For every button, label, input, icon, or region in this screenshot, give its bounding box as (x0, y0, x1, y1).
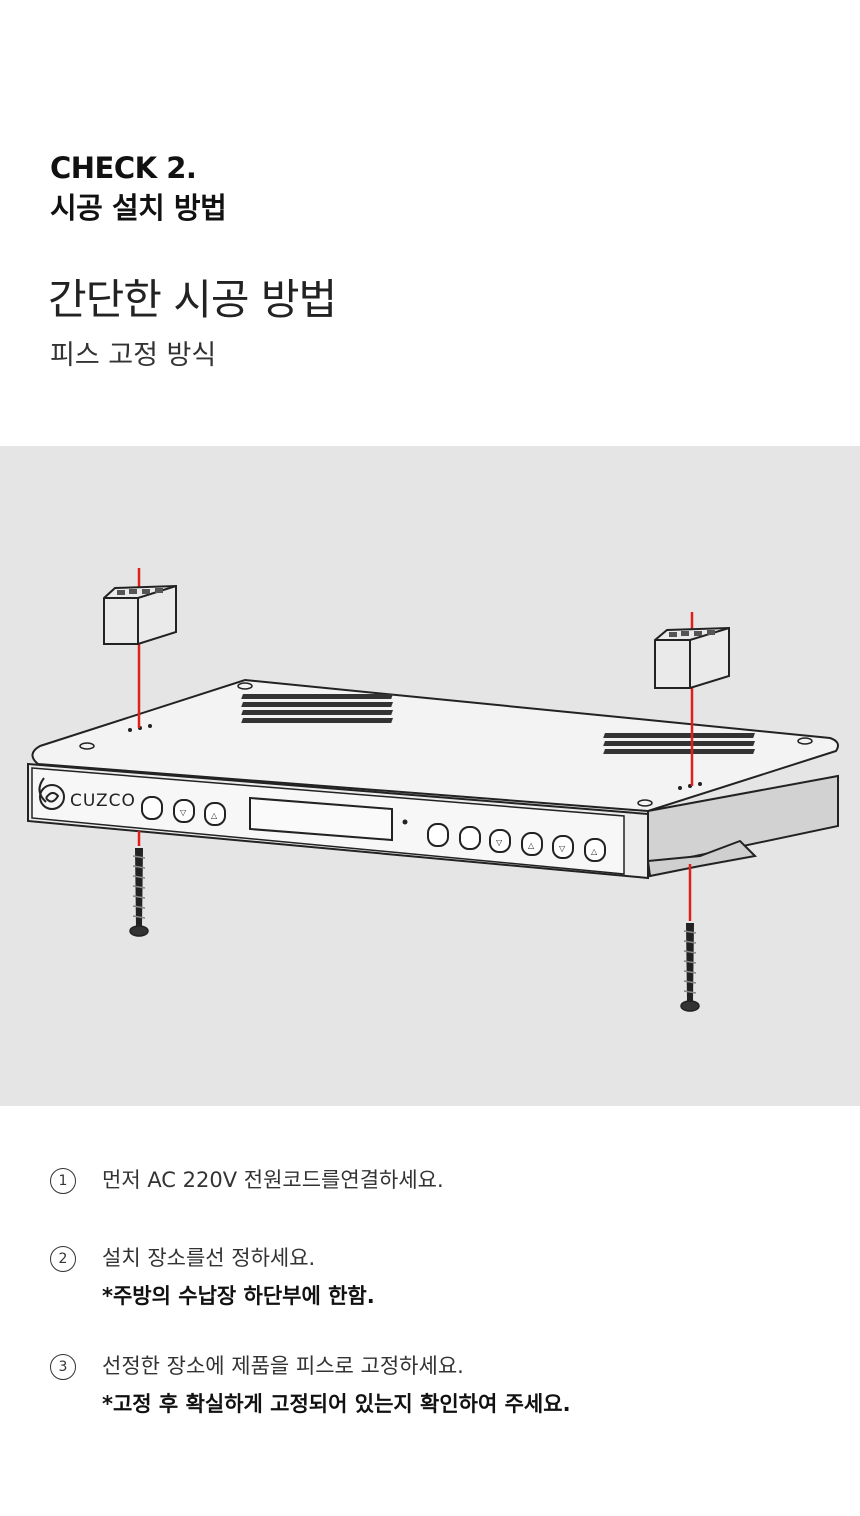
page-title: 간단한 시공 방법 (48, 275, 337, 324)
page-subtitle: 피스 고정 방식 (50, 340, 217, 371)
front-buttons-right (427, 823, 606, 862)
display-window (249, 796, 393, 842)
screw-left (129, 848, 149, 937)
down-arrow-icon: ▽ (180, 808, 187, 817)
step-1-text: 먼저 AC 220V 전원코드를연결하세요. (102, 1168, 444, 1192)
installation-illustration: CUZCO ▽ △ ▽ △ ▽ △ (0, 446, 860, 1106)
svg-text:▽: ▽ (496, 838, 503, 847)
step-3-note: *고정 후 확실하게 고정되어 있는지 확인하여 주세요. (102, 1392, 571, 1416)
step-2-note: *주방의 수납장 하단부에 한함. (102, 1284, 375, 1308)
indicator-led (402, 819, 408, 825)
brand-logo-icon (39, 784, 65, 810)
step-2-text: 설치 장소를선 정하세요. (102, 1246, 316, 1270)
spacer-block-right (654, 626, 730, 689)
brand-name: CUZCO (70, 791, 136, 811)
check-heading: CHECK 2. 시공 설치 방법 (50, 148, 227, 228)
step-3-text: 선정한 장소에 제품을 피스로 고정하세요. (102, 1354, 464, 1378)
check-label: CHECK 2. (50, 151, 197, 185)
installation-diagram: CUZCO ▽ △ ▽ △ ▽ △ (27, 568, 839, 1012)
check-title: 시공 설치 방법 (50, 191, 227, 225)
step-1-number: 1 (50, 1168, 76, 1194)
mounting-bracket (646, 839, 758, 878)
up-arrow-icon: △ (211, 811, 218, 820)
front-buttons-left (141, 796, 226, 826)
step-3-number: 3 (50, 1354, 76, 1380)
screw-right (680, 923, 700, 1012)
svg-text:△: △ (591, 847, 598, 856)
svg-text:△: △ (528, 841, 535, 850)
svg-text:▽: ▽ (559, 844, 566, 853)
step-2-number: 2 (50, 1246, 76, 1272)
spacer-block-left (103, 584, 177, 645)
vent-grille-left (241, 694, 393, 723)
vent-grille-right (603, 733, 756, 754)
device-top (31, 678, 839, 813)
top-screw-holes (79, 682, 813, 807)
